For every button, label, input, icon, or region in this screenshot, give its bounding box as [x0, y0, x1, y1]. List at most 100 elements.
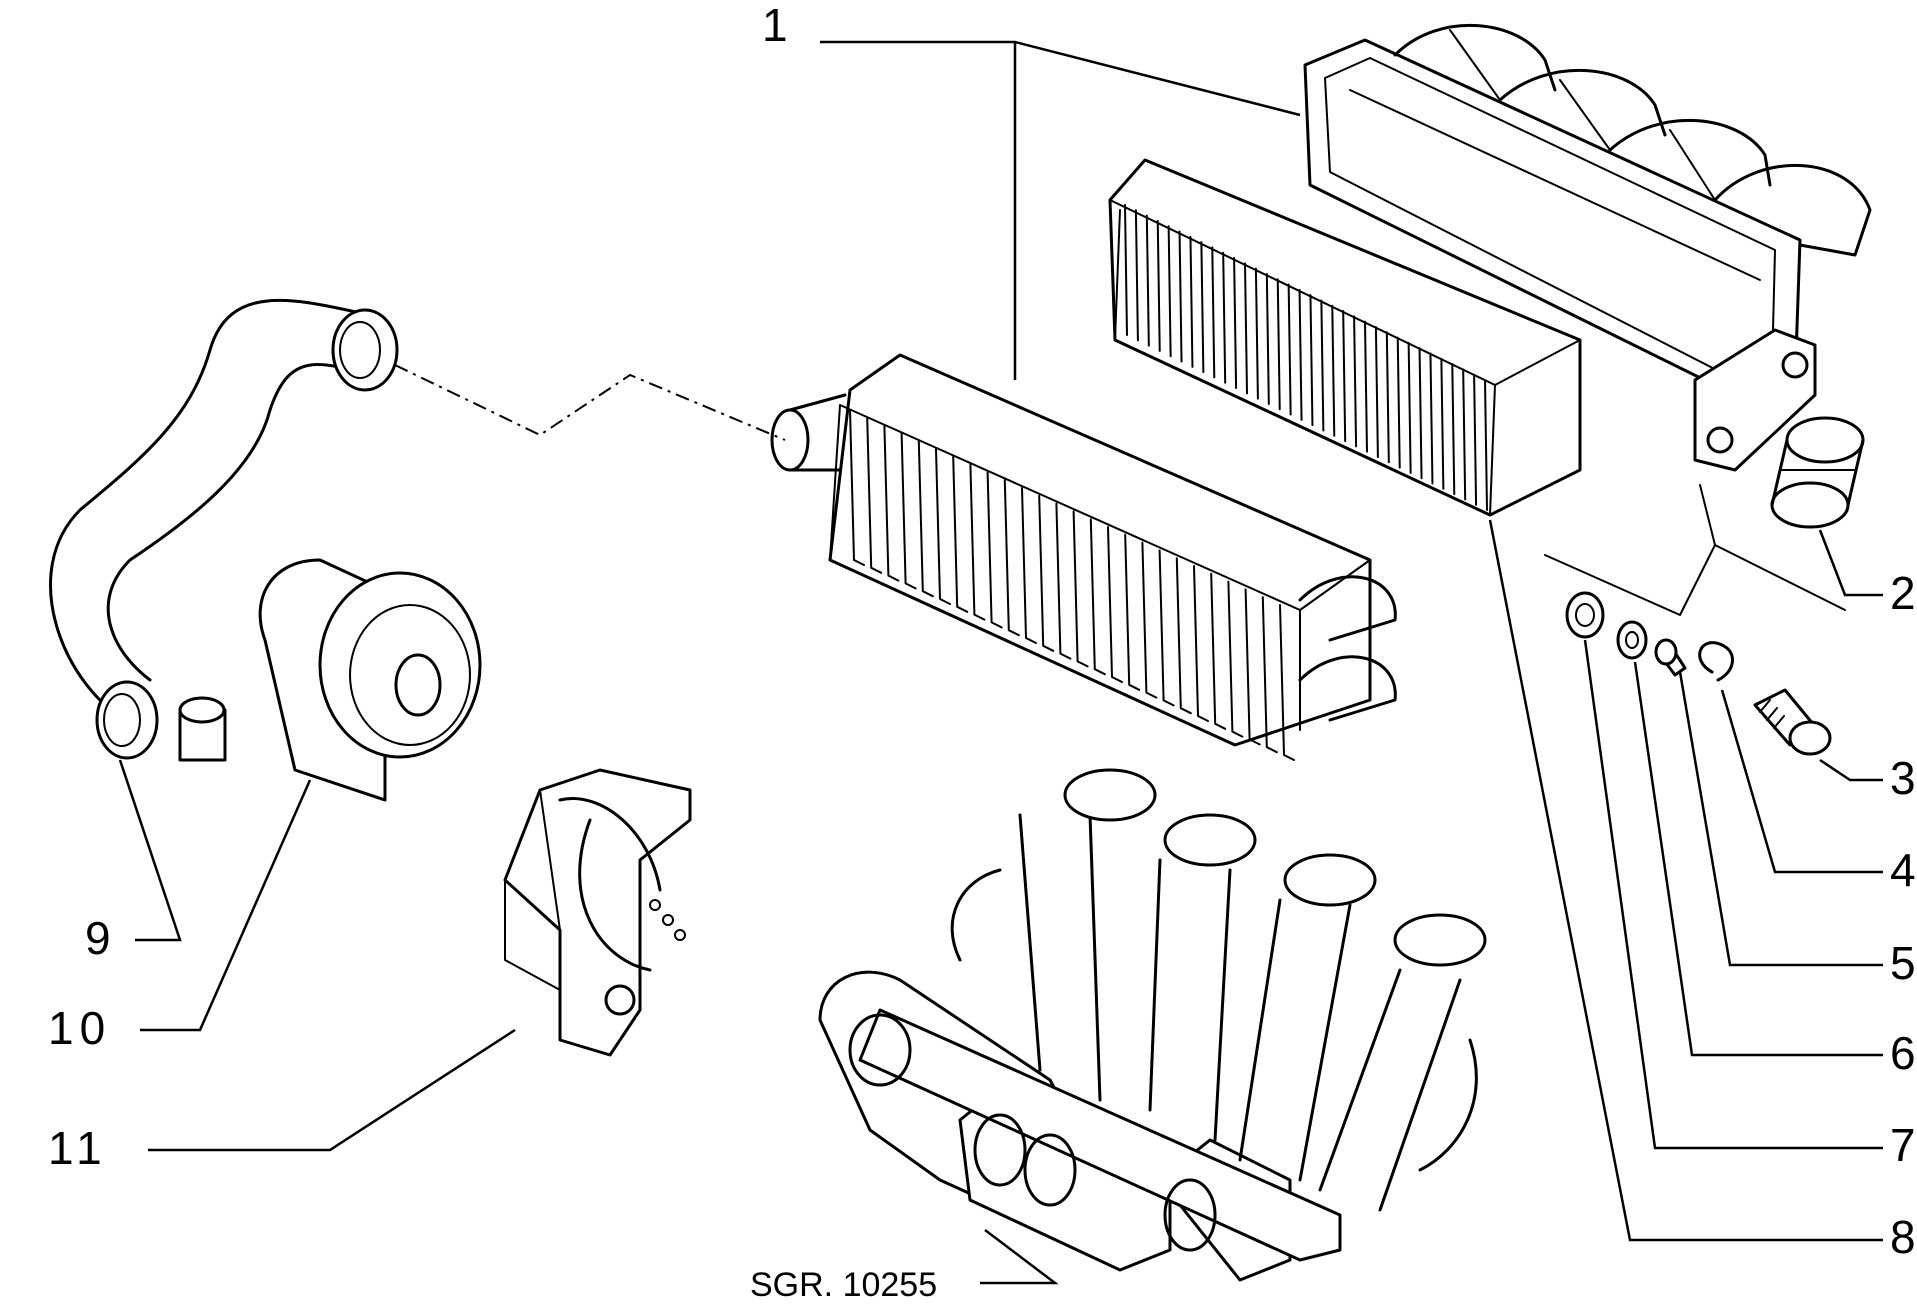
leader-ref: [980, 1229, 1059, 1285]
cooler-fin: [1107, 526, 1123, 683]
filter-pleat: [1200, 241, 1205, 374]
filter-pleat: [1364, 320, 1368, 453]
leader-10: [140, 779, 312, 1032]
spacer-5: [1654, 638, 1687, 677]
callout-6: 6: [1890, 1027, 1917, 1079]
callout-1: 1: [762, 0, 794, 51]
intercooler: [770, 353, 1397, 761]
leader-4: [1720, 689, 1883, 874]
callout-9: 9: [85, 912, 117, 964]
filter-pleat: [1233, 257, 1238, 390]
filter-pleat: [1418, 347, 1423, 480]
filter-pleat: [1222, 251, 1227, 384]
callout-3: 3: [1890, 752, 1917, 804]
air-box-cover: [1303, 23, 1872, 472]
intake-manifold: [818, 768, 1487, 1282]
leader-2: [1818, 529, 1883, 597]
cooler-fin: [1089, 518, 1106, 676]
leader-9: [118, 759, 182, 942]
cooler-fin: [1261, 596, 1278, 754]
filter-pleat: [1385, 331, 1390, 464]
cooler-fin: [1175, 557, 1192, 715]
bushing-7: [1565, 591, 1605, 639]
cooler-fin: [1210, 572, 1227, 730]
filter-pleat: [1353, 315, 1358, 448]
filter-pleat: [1265, 272, 1270, 405]
callout-8: 8: [1890, 1211, 1917, 1263]
filter-pleat: [1451, 363, 1456, 496]
rubber-grommet: [1770, 416, 1865, 529]
cooler-fin: [1038, 494, 1055, 652]
cooler-fin: [1003, 479, 1020, 637]
callout-11: 11: [48, 1122, 108, 1174]
filter-pleat: [1331, 304, 1336, 437]
cooler-fin: [1193, 565, 1209, 722]
filter-pleat: [1440, 357, 1445, 490]
leader-11: [148, 1028, 516, 1152]
filter-pleat: [1298, 288, 1303, 421]
drawing-reference: SGR. 10255: [750, 1266, 938, 1304]
cooler-fin: [986, 471, 1003, 629]
spring-washer-4: [1698, 641, 1734, 682]
cooler-fin: [900, 432, 917, 590]
filter-pleat: [1396, 336, 1401, 469]
cooler-fin: [1055, 502, 1072, 660]
cooler-fin: [1072, 510, 1089, 668]
canister: [178, 558, 482, 802]
callout-4: 4: [1890, 844, 1917, 896]
cooler-fin: [1279, 604, 1295, 761]
mounting-bracket: [503, 768, 692, 1057]
filter-pleat: [1189, 235, 1194, 368]
filter-pleat: [1342, 310, 1347, 443]
leader-6: [1633, 661, 1883, 1057]
filter-pleat: [1178, 230, 1183, 363]
filter-pleat: [1134, 209, 1139, 342]
washer-6: [1616, 620, 1648, 660]
hose: [49, 298, 399, 760]
filter-pleat: [1167, 225, 1172, 358]
cooler-fin: [1021, 487, 1037, 644]
filter-pleat: [1276, 278, 1281, 411]
air-filter-element: [1108, 158, 1582, 517]
assembly-line: [394, 364, 786, 441]
filter-pleat: [1462, 368, 1467, 501]
cooler-fin: [1158, 549, 1175, 707]
leader-1: [820, 40, 1301, 380]
leader-3: [1819, 758, 1883, 782]
cooler-fin: [952, 455, 969, 613]
cooler-fin: [883, 424, 900, 582]
leader-5: [1678, 671, 1883, 967]
cooler-fin: [1244, 588, 1261, 746]
leader-lines: [118, 40, 1883, 1285]
callout-5: 5: [1890, 937, 1917, 989]
filter-pleat: [1309, 294, 1314, 427]
bolt-3: [1753, 688, 1832, 756]
leader-7: [1583, 639, 1883, 1150]
filter-pleat: [1145, 214, 1150, 347]
cooler-fin: [1227, 580, 1244, 738]
filter-pleat: [1374, 325, 1379, 458]
filter-pleat: [1429, 352, 1434, 485]
filter-pleat: [1211, 246, 1216, 379]
hardware-parts: [1544, 484, 1846, 756]
filter-pleat: [1254, 267, 1259, 400]
filter-pleat: [1407, 341, 1412, 474]
cooler-fin: [917, 440, 934, 598]
cooler-fin: [969, 463, 986, 621]
filter-pleat: [1156, 219, 1161, 352]
filter-pleat: [1320, 299, 1325, 432]
callout-10: 10: [48, 1002, 112, 1054]
cooler-fin: [866, 416, 883, 574]
filter-pleat: [1473, 373, 1478, 506]
filter-pleat: [1244, 262, 1248, 395]
cooler-fin: [1141, 541, 1158, 699]
filter-pleat: [1287, 283, 1292, 416]
filter-pleat: [1124, 204, 1128, 336]
callout-2: 2: [1890, 567, 1917, 619]
filter-pleat: [1484, 379, 1488, 511]
cooler-fin: [849, 409, 865, 566]
cooler-fin: [1124, 533, 1141, 691]
leader-8: [1488, 519, 1883, 1242]
cooler-fin: [935, 448, 951, 605]
